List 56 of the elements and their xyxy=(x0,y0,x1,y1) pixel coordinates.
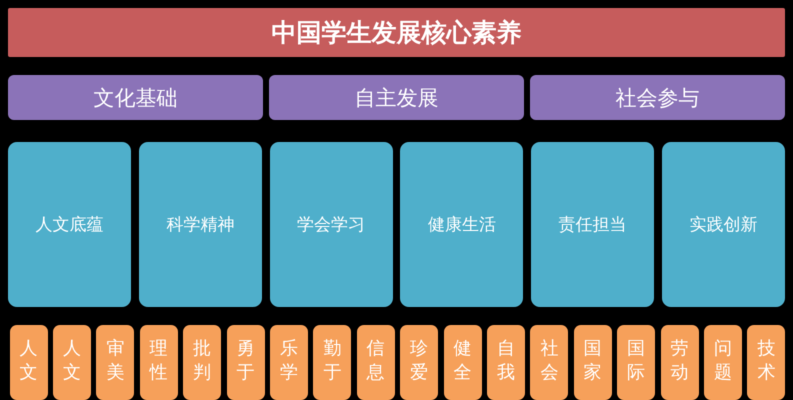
indicator-tile xyxy=(617,325,656,400)
category-title: 自主发展 xyxy=(354,84,438,112)
indicator-label: 理性 xyxy=(150,337,168,386)
category-title: 文化基础 xyxy=(94,84,178,112)
indicator-tile xyxy=(270,325,308,400)
indicator-tile xyxy=(96,325,134,400)
competency-label: 健康生活 xyxy=(428,214,496,236)
category-band xyxy=(8,75,263,120)
category-band xyxy=(530,75,785,120)
competency-card xyxy=(8,142,131,307)
competency-card xyxy=(662,142,785,307)
indicator-tile xyxy=(486,325,525,400)
indicator-tile xyxy=(226,325,264,400)
indicator-label: 国际 xyxy=(627,337,646,386)
indicator-label: 乐学 xyxy=(280,337,298,386)
indicator-tile xyxy=(140,325,178,400)
indicator-tile xyxy=(10,325,48,400)
indicator-label: 社会 xyxy=(540,337,558,386)
indicator-tile xyxy=(704,325,742,400)
indicator-label: 勤于 xyxy=(323,337,342,386)
indicator-label: 审美 xyxy=(106,337,124,386)
title-banner xyxy=(8,8,785,57)
indicator-tile xyxy=(183,325,222,400)
indicator-label: 人文 xyxy=(20,337,38,386)
indicator-tile xyxy=(400,325,438,400)
competency-card xyxy=(270,142,393,307)
indicator-label: 健全 xyxy=(454,337,472,386)
indicator-label: 国家 xyxy=(584,337,602,386)
indicator-tile xyxy=(356,325,395,400)
indicator-tile xyxy=(52,325,91,400)
indicator-label: 批判 xyxy=(193,337,212,386)
banner-title: 中国学生发展核心素养 xyxy=(272,17,522,49)
competency-label: 科学精神 xyxy=(166,214,234,236)
competency-label: 责任担当 xyxy=(558,214,627,236)
competency-label: 人文底蕴 xyxy=(36,214,104,236)
competency-card xyxy=(400,142,524,307)
indicator-tile xyxy=(747,325,786,400)
indicator-tile xyxy=(660,325,698,400)
indicator-label: 信息 xyxy=(366,337,385,386)
indicator-tile xyxy=(574,325,612,400)
indicator-tile xyxy=(444,325,482,400)
indicator-label: 问题 xyxy=(714,337,732,386)
indicator-label: 勇于 xyxy=(236,337,254,386)
category-title: 社会参与 xyxy=(616,84,700,112)
indicator-label: 劳动 xyxy=(670,337,688,386)
indicator-label: 自我 xyxy=(496,337,515,386)
competency-label: 学会学习 xyxy=(297,214,366,236)
competency-label: 实践创新 xyxy=(690,214,758,236)
indicator-tile xyxy=(313,325,352,400)
competency-card xyxy=(138,142,262,307)
indicator-label: 人文 xyxy=(62,337,81,386)
competency-card xyxy=(531,142,654,307)
indicator-label: 技术 xyxy=(757,337,776,386)
indicator-label: 珍爱 xyxy=(410,337,428,386)
category-band xyxy=(269,75,524,120)
indicator-tile xyxy=(530,325,568,400)
